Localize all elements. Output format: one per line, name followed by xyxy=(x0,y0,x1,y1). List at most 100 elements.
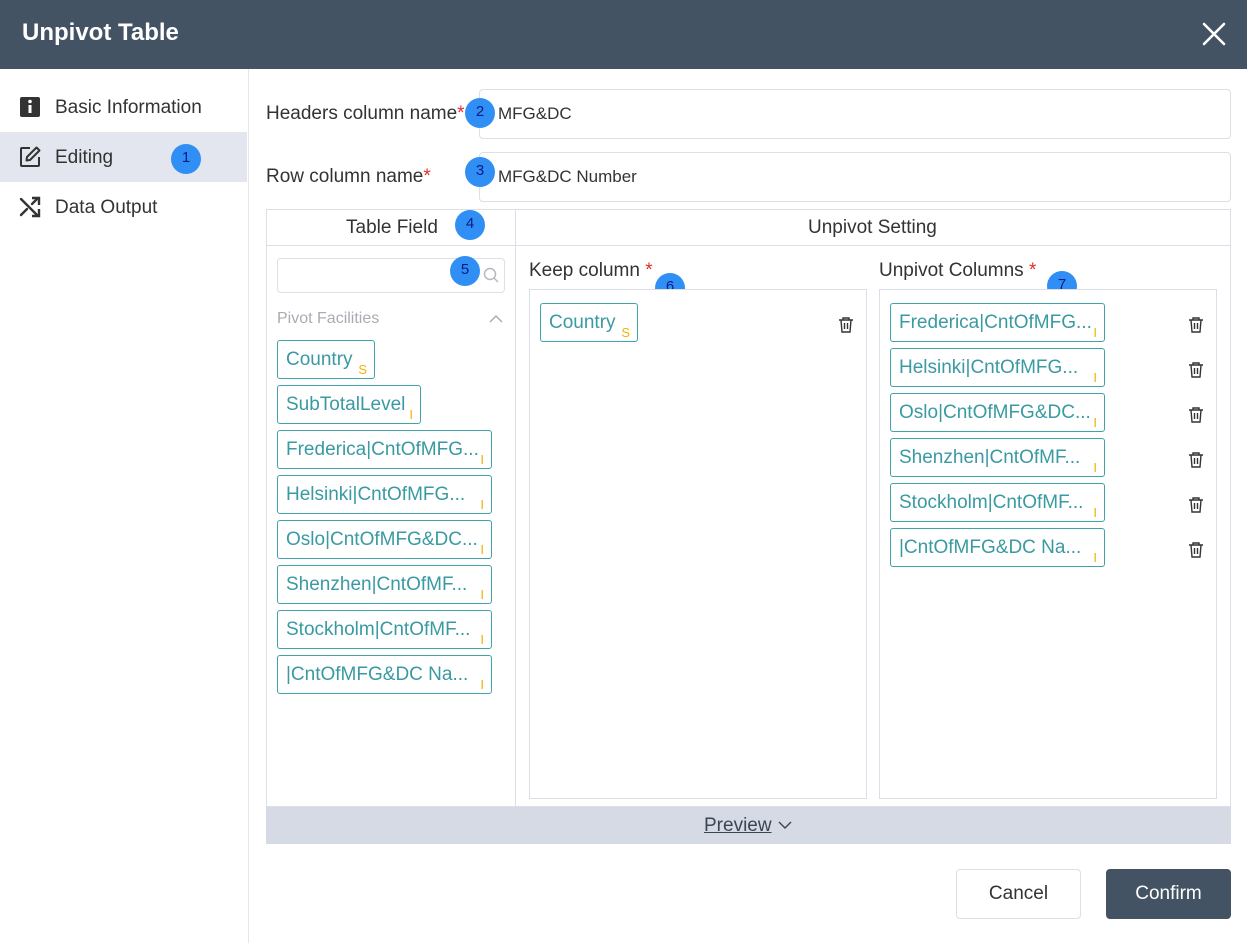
panel-divider xyxy=(267,245,1230,246)
table-field-title: Table Field xyxy=(346,217,438,238)
unpivot-column-chip[interactable]: |CntOfMFG&DC Na... I xyxy=(890,528,1105,567)
sidebar-item-basic-information[interactable]: Basic Information xyxy=(0,82,247,132)
field-chip[interactable]: SubTotalLevel I xyxy=(277,385,421,424)
trash-icon[interactable] xyxy=(1187,541,1205,559)
unpivot-column-chip[interactable]: Frederica|CntOfMFG... I xyxy=(890,303,1105,342)
row-column-input[interactable]: MFG&DC Number xyxy=(479,152,1231,202)
field-search-input[interactable] xyxy=(277,258,505,293)
field-chip[interactable]: |CntOfMFG&DC Na... I xyxy=(277,655,492,694)
annotation-badge: 4 xyxy=(455,210,485,240)
field-chip-label: Country xyxy=(549,312,616,333)
chevron-down-icon[interactable] xyxy=(778,820,792,830)
unpivot-columns-label: Unpivot Columns * xyxy=(879,260,1036,282)
headers-column-input[interactable]: MFG&DC xyxy=(479,89,1231,139)
panel-divider xyxy=(515,210,516,806)
field-chip-label: Oslo|CntOfMFG&DC... xyxy=(899,402,1091,423)
field-type-marker: I xyxy=(480,542,484,557)
trash-icon[interactable] xyxy=(1187,406,1205,424)
field-chip-label: Country xyxy=(286,349,353,370)
unpivot-columns-label-text: Unpivot Columns xyxy=(879,260,1024,281)
keep-column-label-text: Keep column xyxy=(529,260,640,281)
trash-icon[interactable] xyxy=(1187,316,1205,334)
field-chip-label: Shenzhen|CntOfMF... xyxy=(286,574,468,595)
field-type-marker: I xyxy=(1093,370,1097,385)
preview-bar[interactable]: Preview xyxy=(266,807,1231,844)
keep-column-dropzone[interactable] xyxy=(529,289,867,799)
shuffle-icon xyxy=(19,196,41,218)
trash-icon[interactable] xyxy=(1187,496,1205,514)
field-type-marker: I xyxy=(1093,460,1097,475)
required-mark: * xyxy=(457,103,465,124)
required-mark: * xyxy=(1028,260,1037,281)
row-column-value: MFG&DC Number xyxy=(498,167,637,186)
unpivot-column-chip[interactable]: Stockholm|CntOfMF... I xyxy=(890,483,1105,522)
sidebar-item-label: Basic Information xyxy=(55,97,202,118)
sidebar-item-editing[interactable]: Editing xyxy=(0,132,247,182)
field-type-marker: I xyxy=(480,677,484,692)
cancel-button[interactable]: Cancel xyxy=(956,869,1081,919)
field-type-marker: I xyxy=(1093,415,1097,430)
dialog-header: Unpivot Table xyxy=(0,0,1247,69)
field-chip[interactable]: Country S xyxy=(277,340,375,379)
info-icon xyxy=(20,97,40,117)
field-chip-label: Shenzhen|CntOfMF... xyxy=(899,447,1081,468)
close-icon[interactable] xyxy=(1198,18,1230,50)
annotation-badge: 1 xyxy=(171,144,201,174)
field-type-marker: S xyxy=(358,362,367,377)
row-column-label: Row column name* xyxy=(266,166,431,188)
field-chip-label: Stockholm|CntOfMF... xyxy=(286,619,471,640)
unpivot-panel: Table Field Unpivot Setting xyxy=(266,209,1231,807)
required-mark: * xyxy=(423,166,431,187)
field-chip-label: Stockholm|CntOfMF... xyxy=(899,492,1084,513)
row-column-label-text: Row column name xyxy=(266,166,424,187)
field-type-marker: I xyxy=(409,407,413,422)
chevron-up-icon[interactable] xyxy=(488,312,504,324)
field-type-marker: I xyxy=(480,452,484,467)
sidebar-item-data-output[interactable]: Data Output xyxy=(0,182,247,232)
dialog-title: Unpivot Table xyxy=(22,19,179,46)
annotation-badge: 3 xyxy=(465,157,495,187)
field-type-marker: I xyxy=(1093,550,1097,565)
field-chip[interactable]: Frederica|CntOfMFG... I xyxy=(277,430,492,469)
field-type-marker: I xyxy=(480,587,484,602)
required-mark: * xyxy=(645,260,653,281)
field-type-marker: I xyxy=(480,497,484,512)
unpivot-setting-title: Unpivot Setting xyxy=(808,217,937,238)
unpivot-column-chip[interactable]: Helsinki|CntOfMFG... I xyxy=(890,348,1105,387)
field-chip-label: Frederica|CntOfMFG... xyxy=(899,312,1092,333)
trash-icon[interactable] xyxy=(1187,451,1205,469)
field-group-label: Pivot Facilities xyxy=(277,310,380,327)
headers-column-label-text: Headers column name xyxy=(266,103,458,124)
field-chip-label: Helsinki|CntOfMFG... xyxy=(899,357,1079,378)
field-chip-label: |CntOfMFG&DC Na... xyxy=(286,664,469,685)
unpivot-column-chip[interactable]: Shenzhen|CntOfMF... I xyxy=(890,438,1105,477)
preview-toggle[interactable]: Preview xyxy=(704,815,772,836)
field-chip-label: Oslo|CntOfMFG&DC... xyxy=(286,529,478,550)
field-chip[interactable]: Oslo|CntOfMFG&DC... I xyxy=(277,520,492,559)
annotation-badge: 2 xyxy=(465,98,495,128)
field-chip-label: SubTotalLevel xyxy=(286,394,406,415)
field-chip[interactable]: Stockholm|CntOfMF... I xyxy=(277,610,492,649)
field-chip-label: Helsinki|CntOfMFG... xyxy=(286,484,466,505)
field-type-marker: I xyxy=(1093,505,1097,520)
field-type-marker: I xyxy=(480,632,484,647)
annotation-badge: 5 xyxy=(450,256,480,286)
unpivot-column-chip[interactable]: Oslo|CntOfMFG&DC... I xyxy=(890,393,1105,432)
headers-column-label: Headers column name* xyxy=(266,103,465,125)
field-chip[interactable]: Shenzhen|CntOfMF... I xyxy=(277,565,492,604)
trash-icon[interactable] xyxy=(837,316,855,334)
field-type-marker: I xyxy=(1093,325,1097,340)
sidebar: Basic Information Editing Data Output xyxy=(0,69,249,943)
sidebar-item-label: Editing xyxy=(55,147,114,168)
trash-icon[interactable] xyxy=(1187,361,1205,379)
sidebar-item-label: Data Output xyxy=(55,197,158,218)
field-chip-label: Frederica|CntOfMFG... xyxy=(286,439,479,460)
keep-column-label: Keep column * xyxy=(529,260,653,282)
headers-column-value: MFG&DC xyxy=(498,104,572,123)
keep-column-chip[interactable]: Country S xyxy=(540,303,638,342)
field-chip[interactable]: Helsinki|CntOfMFG... I xyxy=(277,475,492,514)
search-icon xyxy=(483,267,499,283)
field-type-marker: S xyxy=(621,325,630,340)
confirm-button[interactable]: Confirm xyxy=(1106,869,1231,919)
field-chip-label: |CntOfMFG&DC Na... xyxy=(899,537,1082,558)
